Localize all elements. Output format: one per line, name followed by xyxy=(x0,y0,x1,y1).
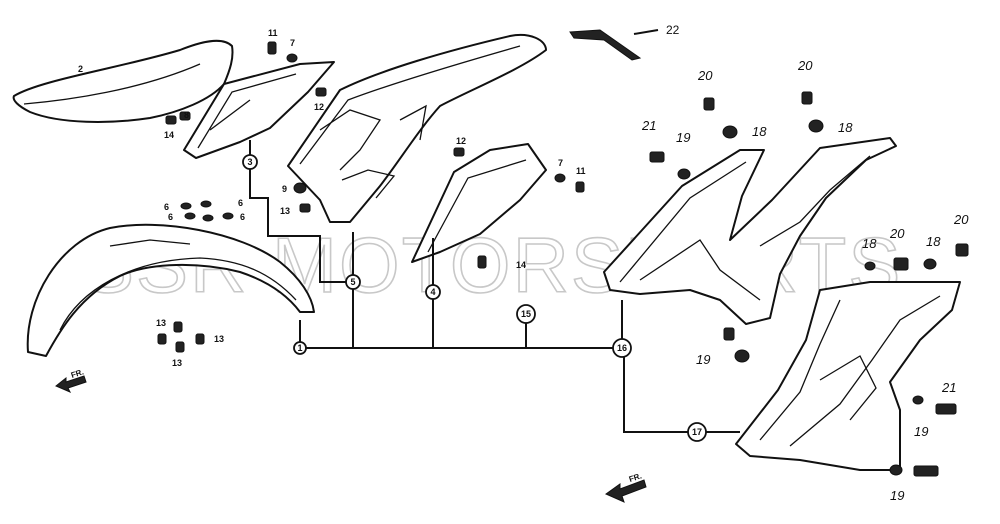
svg-text:FR.: FR. xyxy=(70,367,85,380)
label-6-a: 6 xyxy=(164,202,169,212)
label-14-left: 14 xyxy=(164,130,174,140)
front-arrow-left: FR. xyxy=(55,367,87,393)
label-21-b: 21 xyxy=(941,380,956,395)
rear-fender-part xyxy=(287,34,547,223)
bracket-22-part xyxy=(569,29,642,61)
label-13-mid: 13 xyxy=(280,206,290,216)
svg-text:15: 15 xyxy=(521,309,531,319)
svg-text:16: 16 xyxy=(617,343,627,353)
front-arrow-right: FR. xyxy=(604,471,647,503)
label-12-left: 12 xyxy=(314,102,324,112)
label-13-c: 13 xyxy=(172,358,182,368)
callout-4: 4 xyxy=(425,284,441,300)
label-13-b: 13 xyxy=(214,334,224,344)
svg-text:4: 4 xyxy=(430,287,435,297)
label-11-right: 11 xyxy=(576,166,586,176)
label-12-right: 12 xyxy=(456,136,466,146)
label-22: 22 xyxy=(666,23,680,37)
label-6-d: 6 xyxy=(240,212,245,222)
label-7-top: 7 xyxy=(290,38,295,48)
callout-3: 3 xyxy=(242,154,258,170)
label-19-d: 19 xyxy=(890,488,904,503)
label-20-a: 20 xyxy=(697,68,713,83)
svg-text:FR.: FR. xyxy=(628,471,643,484)
callout-16: 16 xyxy=(612,338,632,358)
side-number-plate-part xyxy=(411,143,547,263)
front-fender-part xyxy=(26,223,315,357)
label-2: 2 xyxy=(78,64,83,74)
callout-17: 17 xyxy=(687,422,707,442)
label-11-top: 11 xyxy=(268,28,278,38)
label-18-b: 18 xyxy=(838,120,853,135)
callout-15: 15 xyxy=(516,304,536,324)
fasteners xyxy=(157,41,969,477)
leader-lines xyxy=(249,140,740,433)
label-6-c: 6 xyxy=(168,212,173,222)
radiator-shroud-inner-part xyxy=(735,281,961,471)
label-14-right: 14 xyxy=(516,260,526,270)
seat-part xyxy=(12,39,234,123)
label-13-a: 13 xyxy=(156,318,166,328)
svg-text:5: 5 xyxy=(350,277,355,287)
label-20-c: 20 xyxy=(953,212,969,227)
callout-1: 1 xyxy=(293,341,307,355)
label-20-b: 20 xyxy=(797,58,813,73)
label-19-b: 19 xyxy=(696,352,710,367)
label-19-a: 19 xyxy=(676,130,690,145)
label-18-a: 18 xyxy=(752,124,767,139)
label-7-right: 7 xyxy=(558,158,563,168)
label-18-d: 18 xyxy=(926,234,941,249)
label-21-a: 21 xyxy=(641,118,656,133)
label-19-c: 19 xyxy=(914,424,928,439)
callout-5: 5 xyxy=(345,274,361,290)
label-9: 9 xyxy=(282,184,287,194)
label-8: 8 xyxy=(184,110,189,120)
svg-text:3: 3 xyxy=(247,157,252,167)
svg-text:17: 17 xyxy=(692,427,702,437)
label-18-c: 18 xyxy=(862,236,877,251)
leader-22 xyxy=(633,29,659,35)
label-6-b: 6 xyxy=(238,198,243,208)
side-cover-part xyxy=(183,61,335,159)
label-20-d: 20 xyxy=(889,226,905,241)
svg-text:1: 1 xyxy=(297,343,302,353)
radiator-shroud-outer-part xyxy=(603,137,897,325)
